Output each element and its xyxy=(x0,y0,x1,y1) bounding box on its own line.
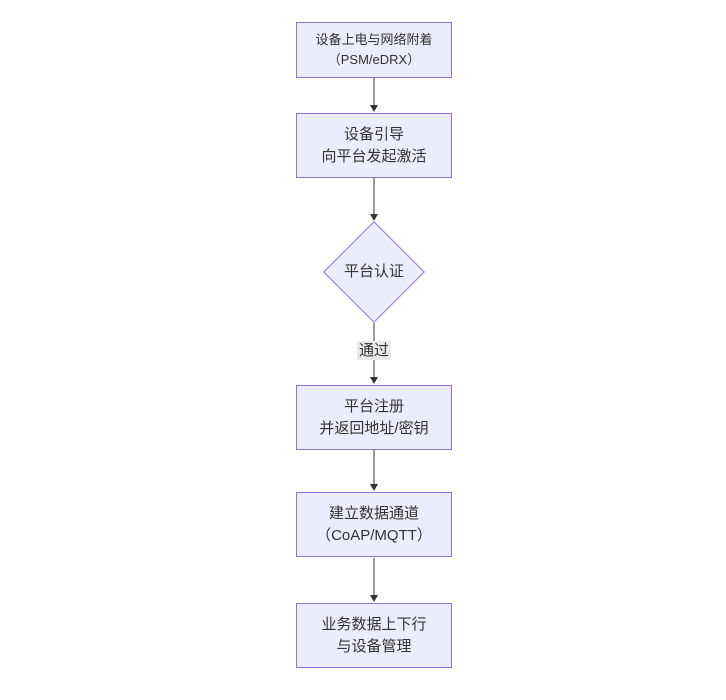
node-device-bootstrap: 设备引导 向平台发起激活 xyxy=(296,113,452,178)
arrowhead-icon xyxy=(370,214,378,221)
edge-label-pass: 通过 xyxy=(356,341,392,360)
node-label-line: 并返回地址/密钥 xyxy=(319,419,429,437)
node-label-line: （CoAP/MQTT） xyxy=(316,526,432,544)
node-label-line: 与设备管理 xyxy=(336,637,412,655)
node-label-line: 平台认证 xyxy=(343,263,404,280)
node-label-line: 平台注册 xyxy=(343,397,404,415)
node-power-on-network-attach: 设备上电与网络附着 （PSM/eDRX） xyxy=(296,22,452,78)
node-data-channel: 建立数据通道 （CoAP/MQTT） xyxy=(296,492,452,557)
node-label-line: 业务数据上下行 xyxy=(321,615,427,633)
node-label-line: 设备上电与网络附着 xyxy=(315,32,433,47)
node-label-line: 建立数据通道 xyxy=(328,504,419,522)
node-label-line: 设备引导 xyxy=(343,125,404,143)
node-label-line: （PSM/eDRX） xyxy=(327,52,421,67)
node-label-line: 向平台发起激活 xyxy=(321,147,427,165)
node-business-data: 业务数据上下行 与设备管理 xyxy=(296,603,452,668)
arrowhead-icon xyxy=(370,377,378,384)
arrowhead-icon xyxy=(370,595,378,602)
arrowhead-icon xyxy=(370,105,378,112)
arrowhead-icon xyxy=(370,484,378,491)
node-platform-register: 平台注册 并返回地址/密钥 xyxy=(296,385,452,450)
